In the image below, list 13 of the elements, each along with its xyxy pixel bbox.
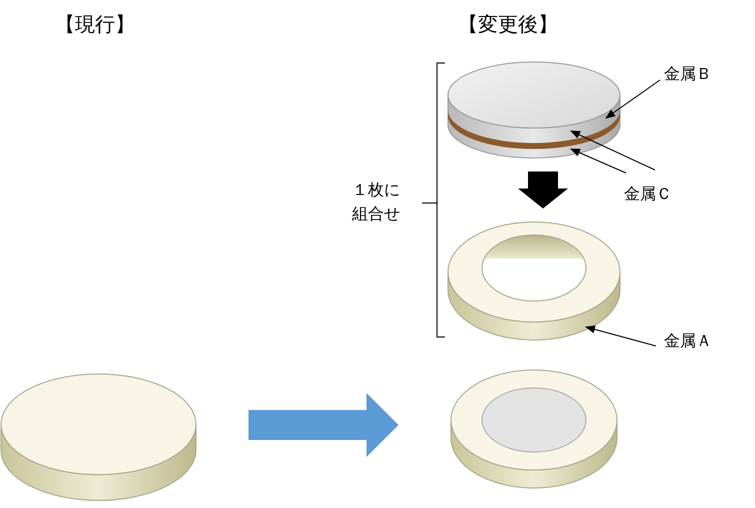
block-arrow: [518, 172, 568, 208]
leader-line: [570, 148, 626, 174]
leader-line: [605, 80, 660, 119]
part-label: 金属Ａ: [664, 331, 712, 350]
part-label: 金属Ｂ: [664, 64, 712, 84]
heading: 【変更後】: [458, 12, 558, 36]
leader-line: [585, 326, 656, 346]
part-label: 金属Ｃ: [624, 184, 672, 204]
disc-drawing: [0, 373, 197, 502]
group-note: １枚に組合せ: [352, 179, 401, 225]
block-arrow: [248, 393, 398, 457]
leader-line: [570, 130, 656, 170]
heading: 【現行】: [55, 12, 135, 36]
